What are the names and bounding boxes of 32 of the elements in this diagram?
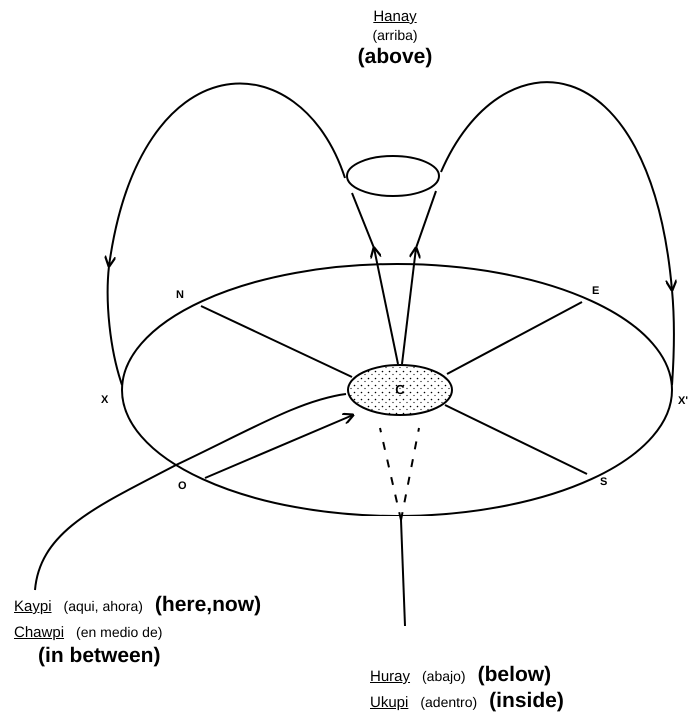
point-label: X (101, 395, 108, 406)
point-label: E (592, 286, 600, 297)
arrow (440, 81, 678, 292)
point-label: S (600, 477, 608, 488)
spanish-gloss: (en medio de) (76, 624, 162, 642)
spanish-gloss: (arriba) (372, 26, 418, 44)
english-gloss: (in between) (37, 642, 162, 669)
line (200, 305, 352, 378)
spanish-gloss: (adentro) (420, 694, 478, 712)
term-label: Hanay (373, 8, 417, 27)
spanish-gloss: (aqui, ahora) (64, 598, 143, 616)
arrow (204, 412, 356, 479)
english-gloss: (here,now) (154, 592, 262, 618)
arrow (401, 246, 422, 364)
point-label: N (176, 290, 184, 301)
center-letter: C (395, 381, 405, 400)
english-gloss: (inside) (489, 688, 564, 714)
line (444, 404, 588, 475)
dashed-line (379, 427, 420, 626)
arrow (370, 246, 399, 364)
line (34, 393, 346, 590)
english-gloss: (above) (358, 44, 432, 70)
term-label: Huray (370, 668, 410, 687)
english-gloss: (below) (478, 662, 552, 688)
point-label: O (178, 481, 187, 492)
point-label: X' (678, 396, 688, 407)
term-label: Kaypi (14, 598, 52, 617)
line (446, 301, 582, 375)
term-label: Chawpi (14, 624, 64, 643)
arrow (104, 82, 346, 268)
spanish-gloss: (abajo) (422, 668, 466, 686)
term-label: Ukupi (370, 694, 408, 713)
